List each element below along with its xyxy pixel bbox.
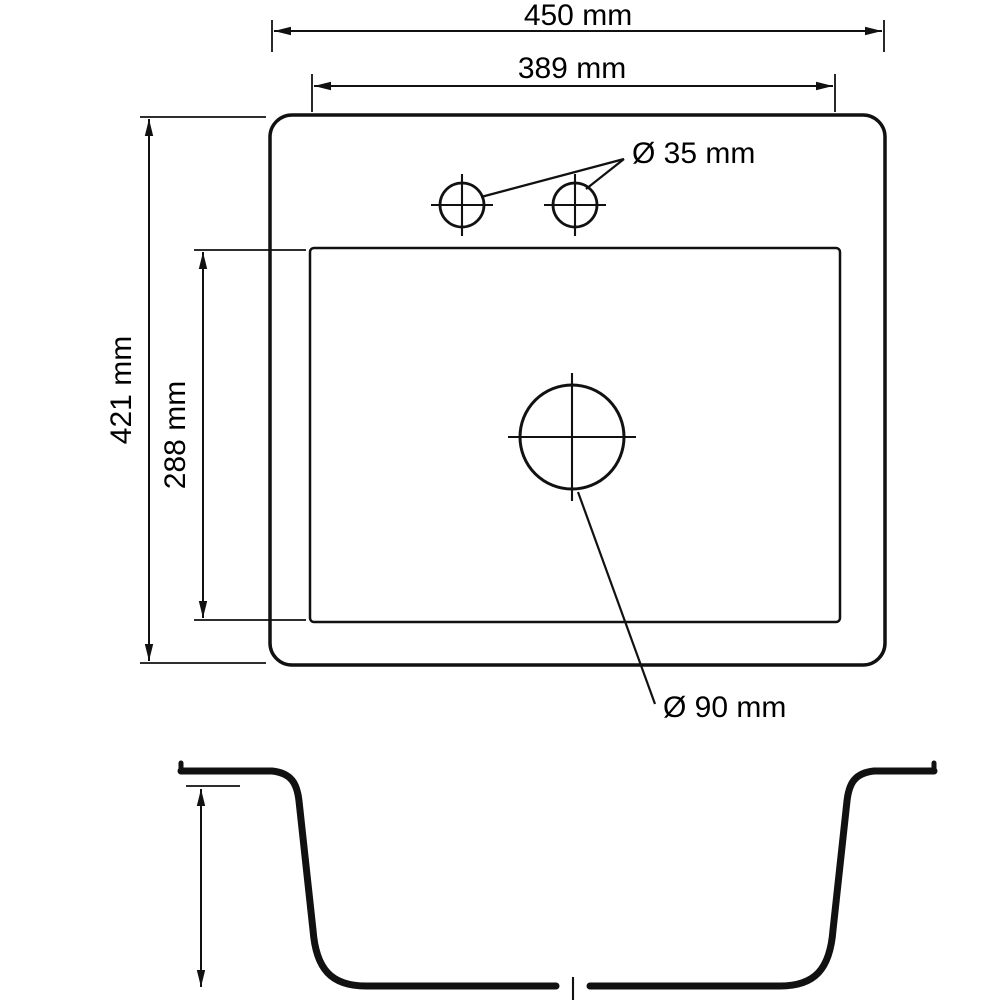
dimension-outer-width: 450 mm [271, 0, 885, 52]
inner-width-label: 389 mm [518, 52, 626, 85]
tap-hole-diameter-label: Ø 35 mm [632, 137, 755, 170]
dimension-inner-depth: 288 mm [159, 249, 306, 621]
dimension-outer-depth: 421 mm [105, 116, 266, 664]
dimension-inner-width: 389 mm [311, 52, 836, 112]
section-profile-right [586, 767, 938, 990]
sink-outer-outline [268, 113, 887, 667]
dimensions-top-view: 450 mm 389 mm 421 mm 288 mm [105, 0, 885, 664]
outer-width-label: 450 mm [524, 0, 632, 32]
section-profile-left [177, 767, 560, 990]
tap-hole-right [544, 174, 606, 236]
top-view: Ø 35 mm Ø 90 mm [268, 113, 887, 724]
outer-depth-label: 421 mm [105, 336, 138, 444]
drain-leader-line [576, 491, 657, 705]
section-view [177, 760, 938, 1000]
basin-inner-outline [308, 246, 842, 624]
dimension-section-depth [186, 785, 240, 987]
tap-hole-leader-lines [480, 157, 625, 199]
inner-depth-label: 288 mm [159, 381, 192, 489]
tap-hole-left [431, 174, 493, 236]
drain-hole [508, 373, 636, 501]
drain-diameter-label: Ø 90 mm [663, 691, 786, 724]
